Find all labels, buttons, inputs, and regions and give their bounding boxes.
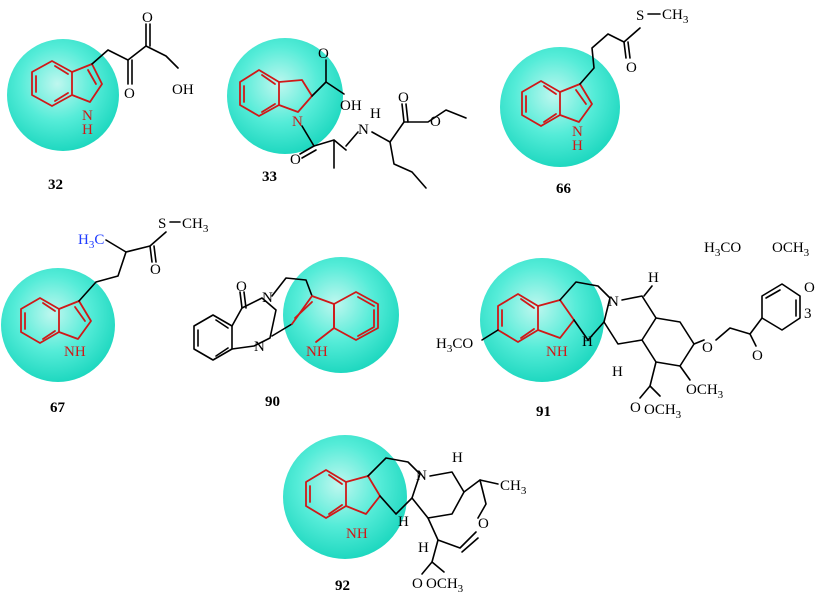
- compound-number-90: 90: [265, 394, 280, 410]
- ester-oxygen-label: O: [430, 114, 441, 130]
- sulfur-label: S: [636, 8, 644, 24]
- compound-67: NH O S CH3 H3C 67: [1, 216, 209, 416]
- indole-benzene-ring: [333, 291, 379, 341]
- stereo-h-top-label: H: [648, 270, 659, 286]
- pyran-oxygen-label: O: [478, 516, 489, 532]
- side-chain-bonds: [91, 45, 179, 69]
- indole-nh-label: NH: [346, 526, 368, 542]
- indole-h-label: H: [82, 122, 93, 138]
- ring-n-label: N: [608, 294, 619, 310]
- indole-highlight-circle: [7, 39, 119, 151]
- methyl-label: CH3: [662, 7, 689, 26]
- stereo-h-bottom-label: H: [612, 364, 623, 380]
- ring-methoxy-label: OCH3: [686, 382, 724, 401]
- compound-92: NH N H CH3 O H H O OCH3 92: [283, 435, 527, 595]
- indole-highlight-circle: [480, 258, 604, 382]
- amine-n-label: N: [358, 122, 369, 138]
- methoxy-left-label: H3CO: [436, 336, 473, 355]
- compound-number-33: 33: [262, 169, 277, 185]
- compound-number-92: 92: [335, 578, 350, 594]
- compound-33: N O OH O N H O O 33: [227, 38, 467, 189]
- quinazolinone-benzene-ring: [193, 314, 233, 361]
- alpha-methyl-label: H3C: [78, 232, 104, 251]
- compound-91: NH H3CO N H H H O OCH3 OCH3 O O H3CO OCH…: [436, 240, 815, 421]
- indole-n-label: N: [572, 124, 583, 140]
- ketone-oxygen-label: O: [752, 348, 763, 364]
- indole-nh-label: N: [82, 108, 93, 124]
- compound-32: N H O O OH 32: [7, 10, 194, 193]
- trimethoxy-o-label: O: [804, 280, 815, 296]
- indole-pyrrole-ring: [559, 83, 593, 123]
- indole-h-label: H: [572, 138, 583, 154]
- ether-oxygen-label: O: [702, 340, 713, 356]
- compound-90: O N N NH 90: [193, 257, 399, 410]
- ring-n1-label: N: [262, 290, 273, 306]
- ring-n-label: N: [416, 468, 427, 484]
- methyl-label: CH3: [500, 478, 527, 497]
- compound-number-91: 91: [536, 404, 551, 420]
- ester-oxygen-label: O: [630, 400, 641, 416]
- compound-number-66: 66: [556, 181, 572, 197]
- amine-h-label: H: [370, 106, 381, 122]
- indole-nh-label: NH: [546, 344, 568, 360]
- indole-pyrrole-ring: [58, 300, 92, 340]
- indole-highlight-circle: [1, 268, 115, 382]
- amide-oxygen-label: O: [290, 152, 301, 168]
- trimethoxyphenyl-ring: [761, 283, 801, 331]
- ester-oxygen-label: O: [412, 576, 423, 592]
- trimethoxy-ch3-label: 3: [804, 306, 812, 322]
- ester-methoxy-label: OCH3: [426, 576, 464, 595]
- trimethoxy-label-2: OCH3: [772, 240, 810, 259]
- acid-carbonyl-oxygen-label: O: [142, 10, 153, 26]
- trimethoxy-label-1: H3CO: [704, 240, 741, 259]
- stereo-h-mid-label: H: [398, 514, 409, 530]
- stereo-h-bottom-label: H: [418, 540, 429, 556]
- ring-n2-label: N: [254, 339, 265, 355]
- compound-number-67: 67: [50, 400, 66, 416]
- indole-pyrrole-ring: [71, 63, 103, 103]
- hydroxyl-label: OH: [172, 82, 194, 98]
- keto-oxygen-label: O: [124, 86, 135, 102]
- acid-oxygen-label: O: [318, 46, 329, 62]
- quinazolinone-oxygen-label: O: [236, 279, 247, 295]
- thioester-oxygen-label: O: [626, 60, 637, 76]
- indole-nh-label: NH: [306, 344, 328, 360]
- methyl-label: CH3: [182, 216, 209, 235]
- compound-66: N H O S CH3 66: [500, 7, 689, 197]
- indole-highlight-circle: [283, 257, 399, 373]
- indole-highlight-circle: [283, 435, 407, 559]
- indoline-n-label: N: [292, 114, 303, 130]
- ester-carbonyl-oxygen-label: O: [398, 90, 409, 106]
- stereo-h-top-label: H: [452, 450, 463, 466]
- indoline-highlight-circle: [227, 38, 343, 154]
- acid-oh-label: OH: [340, 98, 362, 114]
- compound-number-32: 32: [48, 177, 63, 193]
- thioester-oxygen-label: O: [150, 262, 161, 278]
- stereo-h-mid-label: H: [582, 334, 593, 350]
- sulfur-label: S: [158, 216, 166, 232]
- ester-methoxy-label: OCH3: [644, 402, 682, 421]
- indole-nh-label: NH: [64, 344, 86, 360]
